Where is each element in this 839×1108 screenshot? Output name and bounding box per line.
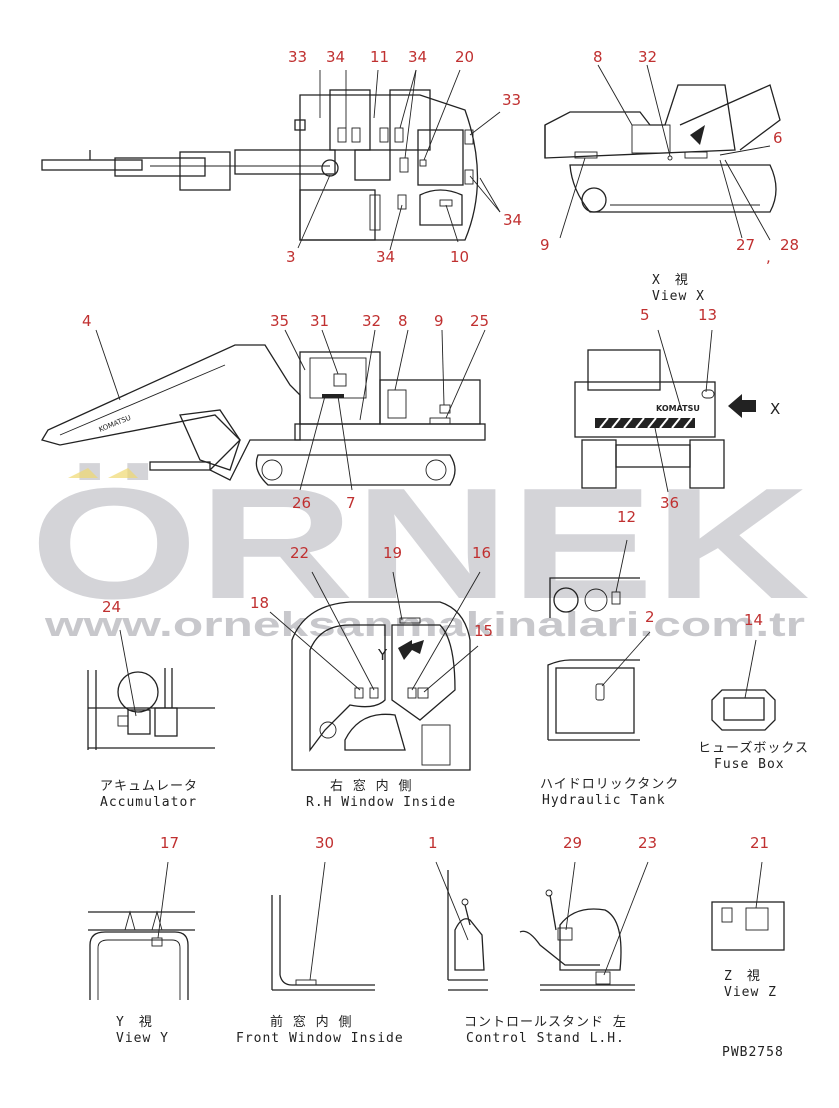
callout: 31: [310, 312, 329, 330]
view-y-arrow-label: Y: [377, 646, 388, 664]
view-z: 21 Z 視 View Z: [711, 834, 785, 1000]
caption-rh-window-en: R.H Window Inside: [306, 795, 456, 810]
side-view: KOMATSU 4 35 31 32 8 9 25 26 7: [41, 312, 489, 512]
callout: 8: [593, 48, 603, 66]
callout: 21: [750, 834, 769, 852]
callout: 8: [398, 312, 408, 330]
callout: 33: [502, 91, 521, 109]
callout: 14: [744, 611, 763, 629]
callout: 11: [370, 48, 389, 66]
callout: 32: [362, 312, 381, 330]
caption-fuse-box-en: Fuse Box: [714, 757, 785, 772]
callout: 10: [450, 248, 469, 266]
callout: 12: [617, 508, 636, 526]
callout: 34: [503, 211, 522, 229]
fuse-box-view: 14 ヒューズボックス Fuse Box: [698, 611, 809, 772]
callout: 16: [472, 544, 491, 562]
callout: 36: [660, 494, 679, 512]
callout: 18: [250, 594, 269, 612]
caption-accumulator-en: Accumulator: [100, 795, 197, 810]
callout: 17: [160, 834, 179, 852]
caption-view-x-jp: X 視: [652, 273, 689, 288]
caption-hydraulic-tank-en: Hydraulic Tank: [542, 793, 666, 808]
callout: 34: [408, 48, 427, 66]
callout: 5: [640, 306, 650, 324]
callout: 6: [773, 129, 783, 147]
callout: 33: [288, 48, 307, 66]
callout: 27: [736, 236, 755, 254]
callout: 2: [645, 608, 655, 626]
comma: ,: [766, 248, 771, 266]
callout: 23: [638, 834, 657, 852]
callout: 22: [290, 544, 309, 562]
callout: 3: [286, 248, 296, 266]
view-y: 17 Y 視 View Y: [88, 834, 195, 1046]
callout: 15: [474, 622, 493, 640]
callout: 9: [434, 312, 444, 330]
caption-control-stand-en: Control Stand L.H.: [466, 1031, 625, 1046]
callout: 34: [326, 48, 345, 66]
front-window-view: 30 前 窓 内 側 Front Window Inside: [236, 834, 404, 1046]
callout: 4: [82, 312, 92, 330]
control-stand-view: 1 29 23 コントロールスタンド 左 Control Stand L.H.: [428, 834, 657, 1046]
caption-front-window-en: Front Window Inside: [236, 1031, 404, 1046]
callout: 32: [638, 48, 657, 66]
callout: 25: [470, 312, 489, 330]
callout: 7: [346, 494, 356, 512]
callout: 13: [698, 306, 717, 324]
caption-front-window-jp: 前 窓 内 側: [270, 1014, 352, 1030]
rear-view: KOMATSU X 5 13 36: [574, 306, 780, 512]
caption-view-z-en: View Z: [724, 985, 777, 1000]
callout: 19: [383, 544, 402, 562]
caption-view-y-en: View Y: [116, 1031, 169, 1046]
caption-view-z-jp: Z 視: [724, 969, 761, 984]
rear-brand-text: KOMATSU: [656, 404, 700, 413]
callout: 26: [292, 494, 311, 512]
callout: 29: [563, 834, 582, 852]
caption-fuse-box-jp: ヒューズボックス: [698, 740, 809, 756]
callout: 9: [540, 236, 550, 254]
top-view: 33 34 11 34 20 33 34 10 34 3: [41, 48, 522, 266]
hydraulic-tank-view: 12 2 ハイドロリックタンク Hydraulic Tank: [540, 508, 679, 808]
callout: 24: [102, 598, 121, 616]
caption-view-x-en: View X: [652, 289, 705, 304]
callout: 28: [780, 236, 799, 254]
rh-window-view: Y 22 19 16 18 15 右 窓 内 側 R.H Window Insi…: [250, 544, 493, 810]
drawing-code: PWB2758: [722, 1045, 784, 1060]
caption-accumulator-jp: アキュムレータ: [100, 779, 198, 794]
caption-hydraulic-tank-jp: ハイドロリックタンク: [540, 777, 679, 792]
callout: 20: [455, 48, 474, 66]
callout: 34: [376, 248, 395, 266]
watermark: ÖRNEK www.orneksanmakinalari.com.tr: [30, 456, 810, 644]
caption-rh-window-jp: 右 窓 内 側: [330, 778, 412, 794]
callout: 35: [270, 312, 289, 330]
callout: 30: [315, 834, 334, 852]
caption-control-stand-jp: コントロールスタンド 左: [464, 1015, 627, 1030]
accumulator-view: 24 アキュムレータ Accumulator: [87, 598, 215, 810]
caption-view-y-jp: Y 視: [116, 1015, 153, 1030]
view-x-side: 8 32 6 9 27 28 , X 視 View X: [540, 48, 799, 304]
callout: 1: [428, 834, 438, 852]
view-x-arrow-label: X: [770, 400, 780, 418]
